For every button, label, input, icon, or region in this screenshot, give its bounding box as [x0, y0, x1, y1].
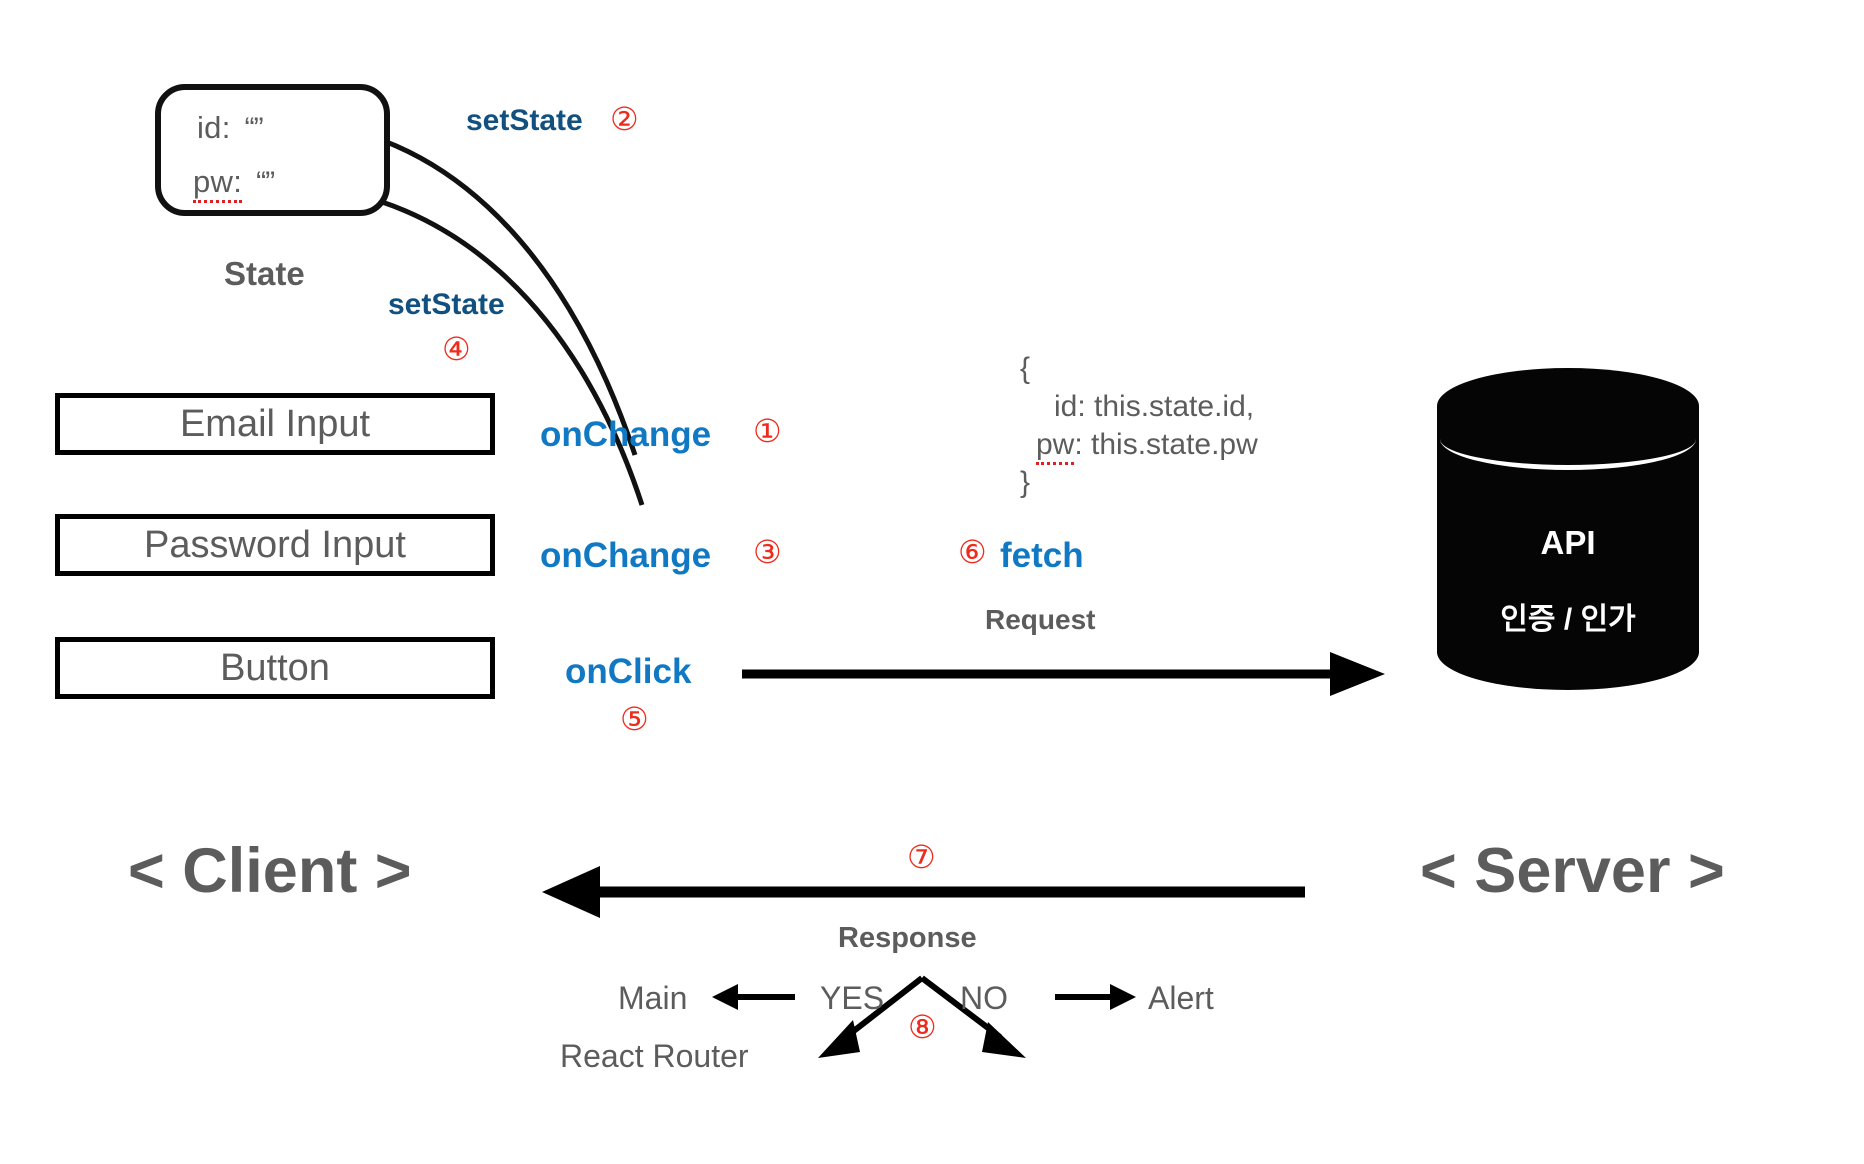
state-row-id: id: “” — [197, 110, 264, 146]
email-input-label: Email Input — [179, 402, 371, 445]
response-arrow-label: Response — [838, 922, 977, 954]
setstate-label-4: setState — [388, 288, 505, 321]
setstate-label-2: setState — [466, 104, 583, 137]
request-arrow-label: Request — [985, 604, 1096, 635]
step-marker-6: ⑥ — [958, 534, 987, 570]
email-input-box[interactable]: Email Input — [55, 393, 495, 455]
onclick-label-5: onClick — [565, 652, 692, 691]
step-marker-4: ④ — [442, 331, 471, 367]
step-marker-5: ⑤ — [620, 701, 649, 737]
submit-button-box[interactable]: Button — [55, 637, 495, 699]
step-marker-7: ⑦ — [907, 839, 936, 875]
step-marker-2: ② — [610, 101, 639, 137]
payload-pw-key: pw — [1036, 428, 1075, 465]
onchange-label-1: onChange — [540, 415, 712, 454]
payload-pw-value: : this.state.pw — [1074, 428, 1258, 461]
main-arrow — [712, 984, 795, 1010]
cylinder-rim-highlight — [1440, 408, 1696, 470]
request-payload-block: { id: this.state.id, pw: this.state.pw } — [1020, 350, 1258, 502]
branch-no-label: NO — [960, 980, 1008, 1016]
state-caption: State — [224, 255, 305, 292]
cylinder-subtitle: 인증 / 인가 — [1500, 603, 1636, 636]
payload-close-brace: } — [1020, 466, 1031, 499]
step-marker-8: ⑧ — [908, 1009, 937, 1045]
password-input-label: Password Input — [144, 523, 406, 566]
payload-open-brace: { — [1020, 352, 1031, 385]
cylinder-title: API — [1540, 524, 1596, 561]
submit-button-label: Button — [220, 646, 330, 689]
alert-arrow — [1055, 984, 1136, 1010]
payload-line-id: id: this.state.id, — [1054, 390, 1255, 423]
step-marker-3: ③ — [753, 534, 782, 570]
state-key-pw: pw: — [193, 164, 243, 203]
server-section-label: < Server > — [1420, 836, 1725, 906]
request-arrow — [742, 652, 1385, 696]
setstate-curve-pw — [299, 183, 645, 506]
state-value-id: “” — [244, 112, 264, 145]
cylinder-bottom-ellipse — [1437, 614, 1699, 690]
state-box: id:“” pw:“” — [155, 84, 390, 216]
client-section-label: < Client > — [128, 836, 412, 906]
branch-react-router-note: React Router — [560, 1038, 749, 1074]
password-input-box[interactable]: Password Input — [55, 514, 495, 576]
state-row-pw: pw: “” — [193, 164, 275, 203]
api-database-cylinder: API 인증 / 인가 — [1437, 368, 1699, 690]
branch-yes-label: YES — [820, 980, 885, 1016]
step-marker-1: ① — [753, 413, 782, 449]
onchange-label-3: onChange — [540, 536, 712, 575]
payload-line-pw: pw: this.state.pw — [1020, 426, 1258, 465]
state-value-pw: “” — [256, 166, 275, 199]
fetch-label: fetch — [1000, 536, 1084, 575]
branch-main-target: Main — [618, 980, 688, 1016]
state-key-id: id: — [197, 110, 231, 145]
branch-alert-target: Alert — [1148, 980, 1214, 1016]
